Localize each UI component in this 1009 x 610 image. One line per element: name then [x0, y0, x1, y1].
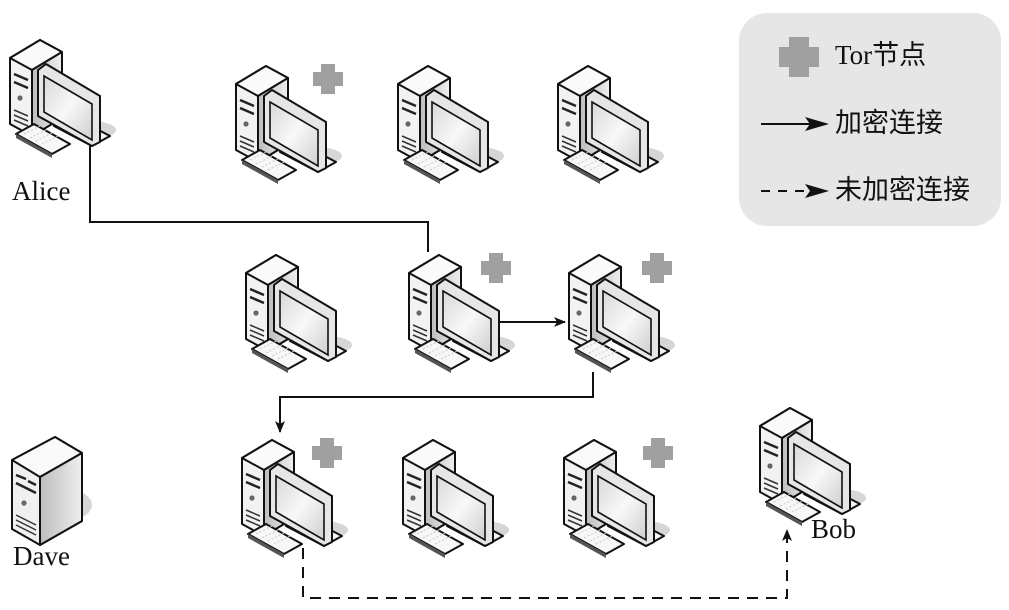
connections: [89, 120, 792, 599]
edge-alice-to-relay: [89, 120, 429, 252]
server-dave: [11, 436, 92, 546]
tor-node-icon: [481, 253, 511, 283]
legend-encrypted: 加密连接: [835, 108, 943, 138]
tor-node-icon: [313, 64, 343, 94]
computer-bob: [758, 406, 868, 528]
computer-row1-col4: [556, 64, 666, 186]
solid-arrow-icon: [761, 117, 829, 131]
computer-alice: [8, 38, 118, 160]
computer-row1-col3: [396, 64, 506, 186]
computer-row3-col2: [401, 438, 511, 560]
tor-node-icon: [779, 37, 819, 77]
edge-unencrypted-exit-to-bob: [302, 529, 792, 599]
computer-row3-col1: [240, 438, 350, 560]
computer-row2-col3: [567, 253, 677, 375]
label-bob: Bob: [811, 514, 857, 544]
dashed-arrow-icon: [761, 184, 829, 198]
tor-node-icon: [312, 438, 342, 468]
legend-symbols: [761, 37, 829, 198]
computer-row2-col2: [407, 253, 517, 375]
computer-row1-col2: [234, 64, 344, 186]
label-dave: Dave: [13, 541, 70, 571]
legend-tor-node: Tor节点: [835, 40, 927, 70]
computer-row3-col3: [562, 438, 673, 560]
legend: Tor节点 加密连接 未加密连接: [739, 13, 1001, 226]
tor-node-icon: [643, 438, 673, 468]
edge-encrypted-relay3: [275, 372, 594, 433]
label-alice: Alice: [12, 176, 71, 206]
legend-unencrypted: 未加密连接: [835, 175, 970, 205]
tor-node-icon: [642, 253, 672, 283]
computer-row2-col1: [244, 253, 354, 375]
